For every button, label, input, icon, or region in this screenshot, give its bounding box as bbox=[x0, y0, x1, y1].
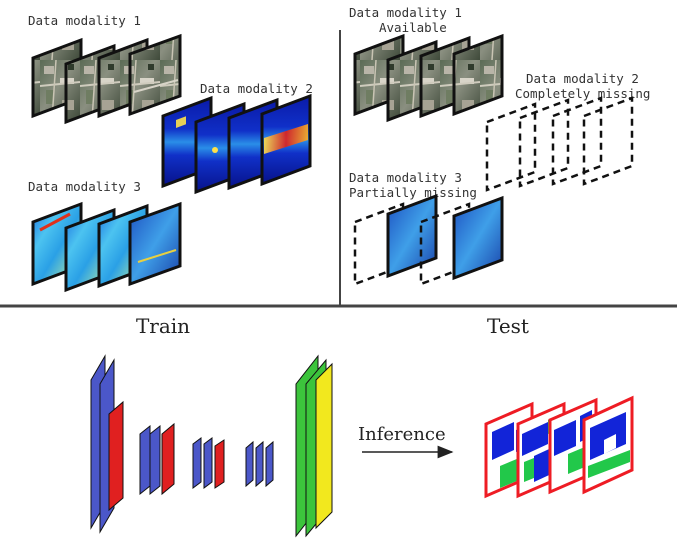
bottleneck-layer bbox=[255, 440, 264, 488]
test-modality-2-stack bbox=[485, 96, 634, 192]
train-modality-1-stack bbox=[31, 33, 182, 125]
satellite-image bbox=[128, 33, 182, 117]
missing-image-placeholder bbox=[485, 102, 537, 192]
test-modality-1-stack bbox=[353, 33, 504, 123]
encoder-pool-layer bbox=[214, 439, 225, 489]
inference-label: Inference bbox=[358, 424, 446, 445]
hyperspectral-image bbox=[452, 195, 504, 281]
missing-image-placeholder bbox=[518, 98, 570, 188]
encoder-layer bbox=[203, 437, 213, 489]
segmentation-output-stack bbox=[484, 395, 634, 499]
train-caption: Train bbox=[136, 314, 190, 338]
train-modality-3-stack bbox=[31, 201, 182, 293]
train-panel: Data modality 1 Data modality 2 Data mod… bbox=[28, 13, 313, 293]
test-panel: Data modality 1 Available Data modality … bbox=[349, 5, 650, 286]
test-modality-2-status: Completely missing bbox=[515, 86, 650, 101]
train-modality-3-label: Data modality 3 bbox=[28, 179, 141, 194]
test-modality-3-stack bbox=[353, 193, 504, 286]
network-diagram bbox=[90, 354, 333, 538]
encoder-pool-layer bbox=[161, 422, 175, 496]
test-modality-2-label: Data modality 2 bbox=[526, 71, 639, 86]
test-caption: Test bbox=[487, 314, 529, 338]
train-modality-2-label: Data modality 2 bbox=[200, 81, 313, 96]
test-modality-3-label: Data modality 3 bbox=[349, 170, 462, 185]
hyperspectral-image bbox=[386, 193, 438, 279]
bottleneck-layer bbox=[245, 440, 254, 488]
satellite-image bbox=[452, 33, 504, 117]
missing-image-placeholder bbox=[551, 96, 603, 186]
segmentation-map bbox=[582, 395, 634, 495]
test-modality-3-status: Partially missing bbox=[349, 185, 477, 200]
missing-image-placeholder bbox=[582, 96, 634, 186]
bottleneck-layer bbox=[265, 440, 274, 488]
decoder-output-layer bbox=[315, 362, 333, 530]
train-modality-1-label: Data modality 1 bbox=[28, 13, 141, 28]
test-modality-1-status: Available bbox=[379, 20, 447, 35]
encoder-pool-layer bbox=[108, 400, 124, 512]
hyperspectral-image bbox=[128, 201, 182, 287]
encoder-layer bbox=[139, 424, 151, 496]
train-modality-2-stack bbox=[161, 93, 312, 195]
encoder-layer bbox=[192, 437, 202, 489]
test-modality-1-label: Data modality 1 bbox=[349, 5, 462, 20]
encoder-layer bbox=[149, 424, 161, 496]
